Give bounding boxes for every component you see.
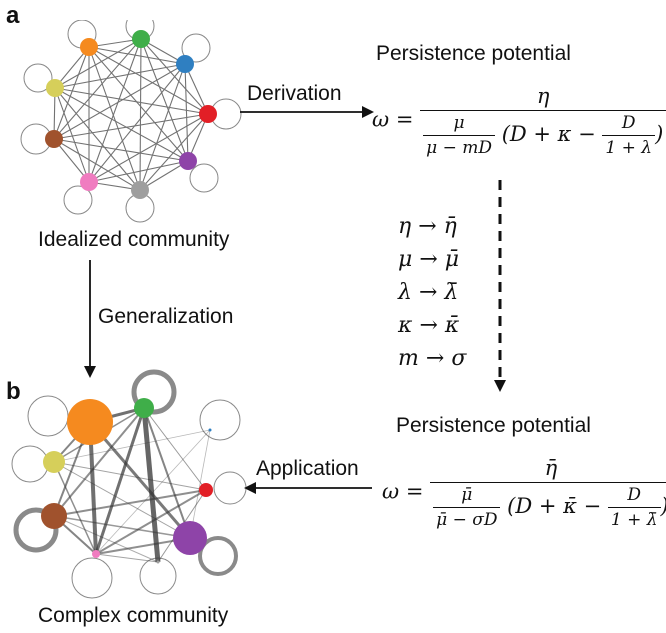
eq-bottom-paren-close: )	[661, 494, 666, 518]
node-yellow	[46, 79, 64, 97]
idealized-community-network	[20, 20, 242, 223]
panel-label-a: a	[6, 2, 20, 29]
application-label: Application	[256, 457, 359, 480]
generalization-label: Generalization	[98, 305, 234, 328]
derivation-label: Derivation	[247, 82, 342, 105]
node-gray	[156, 560, 160, 564]
self-loops	[11, 369, 247, 599]
eq-top-equals: =	[395, 107, 414, 132]
node-pink	[80, 173, 98, 191]
persistence-potential-title-bottom: Persistence potential	[396, 414, 591, 437]
generalization-arrow	[84, 260, 96, 378]
eq-top-lhs: ω	[372, 107, 390, 132]
parameter-mapping-list: η → η̄ μ → μ̄ λ → λ̄ κ → κ̄ m → σ	[398, 210, 466, 375]
node-red	[199, 483, 213, 497]
eq-bottom-lhs: ω	[382, 479, 400, 504]
eq-top-mu: μ	[453, 113, 465, 133]
equation-top: ω = η μ μ − mD (D + κ − D 1 + λ )	[372, 84, 666, 158]
eq-bottom-sigma: σ	[472, 510, 484, 530]
persistence-potential-title-top: Persistence potential	[376, 42, 571, 65]
equation-bottom: ω = η̄ μ̄ μ̄ − σD (D + κ̄ − D 1 + λ̄ )	[382, 456, 666, 530]
mapping-row: η → η̄	[398, 214, 457, 239]
panel-label-b: b	[6, 378, 21, 405]
node-orange	[67, 399, 113, 445]
node-blue	[208, 428, 212, 432]
eq-top-numerator: η	[536, 84, 550, 108]
eq-bottom-frac2-den: 1 + λ̄	[607, 507, 661, 530]
node-brown	[45, 130, 63, 148]
mapping-row: κ → κ̄	[398, 313, 460, 338]
eq-top-D: D	[478, 138, 492, 158]
mapping-row: μ → μ̄	[398, 247, 460, 272]
node-pink	[92, 550, 100, 558]
node-brown	[41, 503, 67, 529]
eq-top-frac2-num: D	[621, 113, 636, 133]
mapping-row: λ → λ̄	[398, 280, 459, 305]
eq-top-paren-close: )	[655, 122, 664, 146]
node-yellow	[43, 451, 65, 473]
node-gray	[131, 181, 149, 199]
complex-community-network	[11, 369, 247, 599]
nodes	[41, 398, 213, 564]
eq-bottom-paren-open: (D + κ̄ −	[507, 494, 602, 518]
node-green	[134, 398, 154, 418]
node-blue	[176, 55, 194, 73]
eq-bottom-numerator: η̄	[544, 456, 558, 480]
node-orange	[80, 38, 98, 56]
node-purple	[179, 152, 197, 170]
mapping-row: m → σ	[398, 346, 467, 371]
dashed-arrow	[494, 180, 506, 392]
eq-bottom-minus: −	[452, 510, 467, 530]
eq-top-frac2-den: 1 + λ	[602, 135, 656, 158]
eq-bottom-D: D	[483, 510, 498, 530]
eq-top-m: m	[462, 138, 479, 158]
derivation-arrow	[240, 106, 374, 118]
eq-bottom-equals: =	[405, 479, 424, 504]
node-purple	[173, 521, 207, 555]
eq-top-mu-den: μ	[426, 138, 438, 158]
idealized-community-label: Idealized community	[38, 228, 230, 251]
nodes	[45, 30, 217, 199]
node-green	[132, 30, 150, 48]
eq-top-minus: −	[442, 138, 457, 158]
application-arrow	[244, 482, 372, 494]
complex-community-label: Complex community	[38, 604, 229, 627]
eq-top-paren-open: (D + κ −	[501, 122, 596, 146]
eq-bottom-mu: μ̄	[461, 485, 473, 505]
eq-bottom-mu-den: μ̄	[436, 510, 448, 530]
node-red	[199, 105, 217, 123]
eq-bottom-frac2-num: D	[627, 485, 642, 505]
